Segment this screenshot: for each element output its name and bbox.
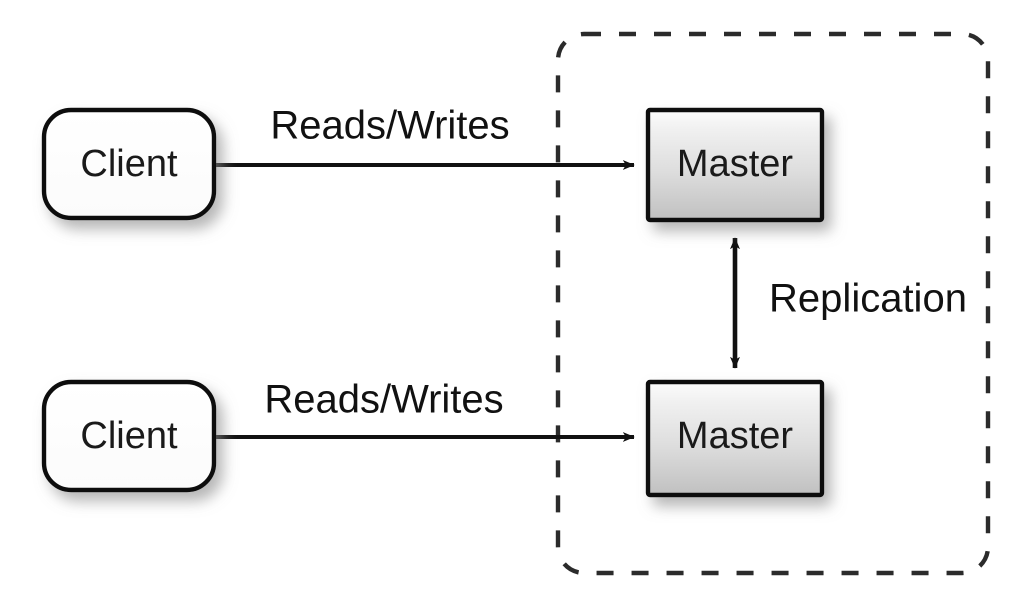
node-client-top[interactable]: Client <box>41 107 217 221</box>
edge-label-replication: Replication <box>769 277 967 321</box>
replication-cluster-border <box>555 31 991 576</box>
node-client-bottom[interactable]: Client <box>41 379 217 493</box>
master-bottom-shape[interactable] <box>645 379 825 498</box>
node-master-bottom[interactable]: Master <box>645 379 825 498</box>
client-bottom-shape[interactable] <box>41 379 217 493</box>
node-master-top[interactable]: Master <box>645 107 825 223</box>
master-top-label: Master <box>677 143 793 185</box>
client-bottom-label: Client <box>80 415 178 457</box>
master-top-shape[interactable] <box>645 107 825 223</box>
edge-label-reads-writes-top: Reads/Writes <box>270 104 509 148</box>
client-top-label: Client <box>80 143 178 185</box>
client-top-shape[interactable] <box>41 107 217 221</box>
master-bottom-label: Master <box>677 415 793 457</box>
edge-label-reads-writes-bottom: Reads/Writes <box>264 378 503 422</box>
